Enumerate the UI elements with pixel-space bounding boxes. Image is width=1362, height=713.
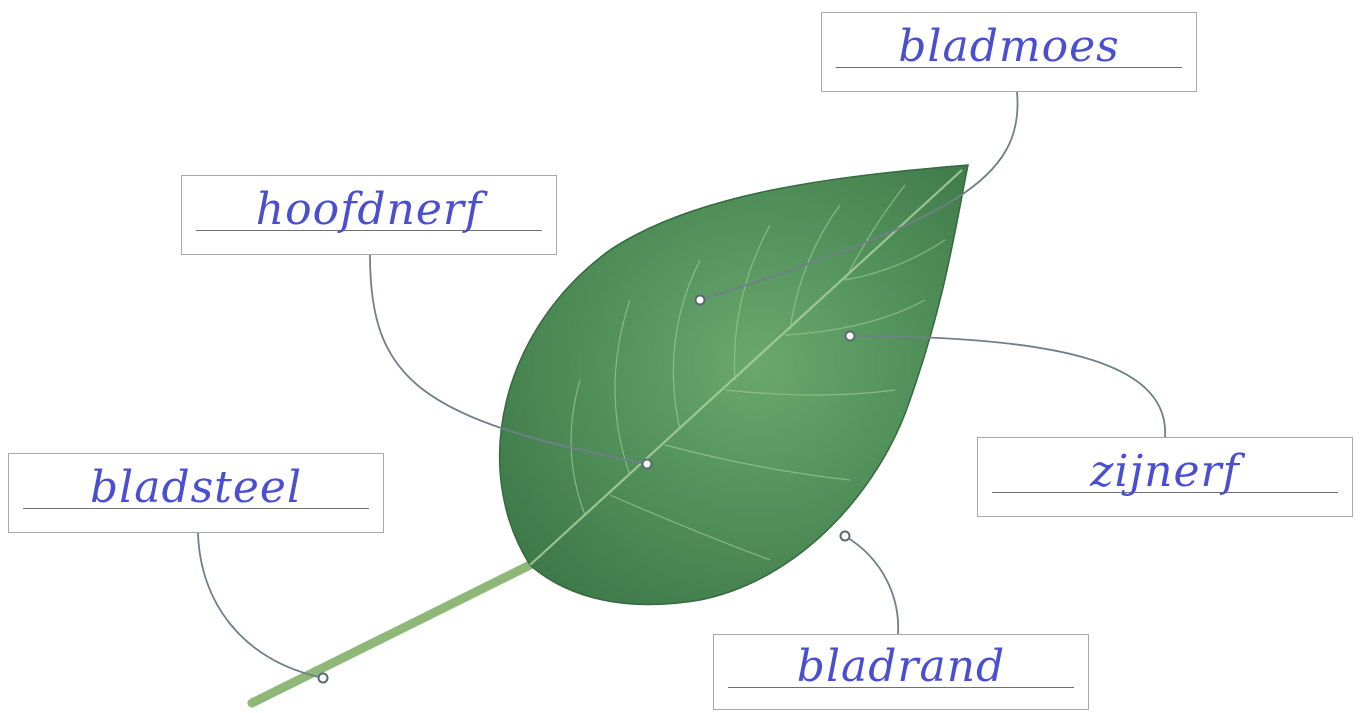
leaf-stem (252, 565, 530, 703)
label-bladmoes: bladmoes (822, 25, 1196, 69)
leader-line-bladrand (845, 536, 898, 634)
label-bladrand: bladrand (714, 645, 1088, 689)
leader-dot-bladmoes (696, 296, 705, 305)
label-hoofdnerf: hoofdnerf (182, 188, 556, 232)
leader-dot-bladsteel (319, 674, 328, 683)
label-box-bladmoes: bladmoes (821, 12, 1197, 92)
label-box-zijnerf: zijnerf (977, 437, 1353, 517)
label-zijnerf: zijnerf (978, 450, 1352, 494)
label-bladsteel: bladsteel (9, 466, 383, 510)
leader-dot-zijnerf (846, 332, 855, 341)
leader-dot-bladrand (841, 532, 850, 541)
leaf-blade (500, 165, 968, 605)
label-box-bladsteel: bladsteel (8, 453, 384, 533)
label-box-hoofdnerf: hoofdnerf (181, 175, 557, 255)
leader-line-bladsteel (198, 533, 323, 678)
leader-dot-hoofdnerf (643, 460, 652, 469)
label-box-bladrand: bladrand (713, 634, 1089, 710)
